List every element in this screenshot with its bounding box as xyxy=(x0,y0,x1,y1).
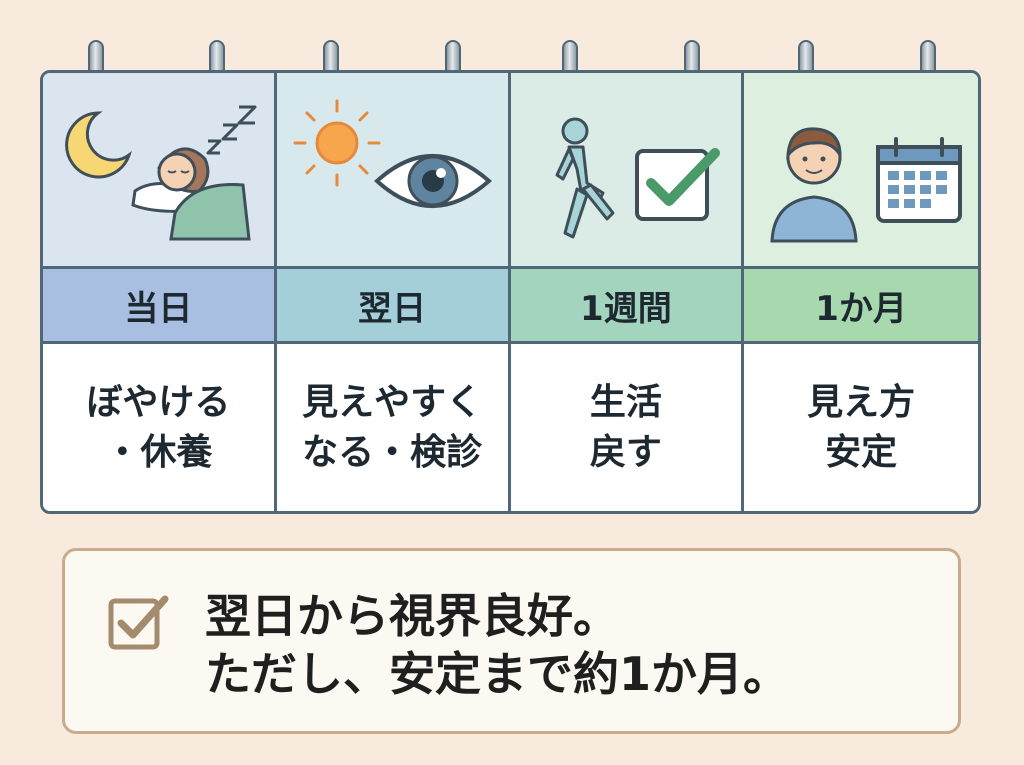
checkbox-check-icon xyxy=(634,148,720,221)
walking-person-icon xyxy=(555,117,614,239)
timeline-label: 当日 xyxy=(43,266,274,344)
illustration-week1 xyxy=(510,73,742,266)
timeline-label: 1か月 xyxy=(744,266,978,344)
person-icon xyxy=(770,127,858,243)
illustration-day0 xyxy=(43,73,274,266)
timeline-description: 生活 戻す xyxy=(510,344,742,511)
timeline-column-week1: 1週間 生活 戻す xyxy=(510,73,745,511)
timeline-label: 1週間 xyxy=(510,266,742,344)
summary-text: 翌日から視界良好。 ただし、安定まで約1か月。 xyxy=(205,587,789,703)
sun-icon xyxy=(293,99,381,187)
summary-line-1: 翌日から視界良好。 xyxy=(205,589,619,643)
timeline-description: 見えやすく なる・検診 xyxy=(276,344,508,511)
moon-icon xyxy=(65,111,132,179)
timeline-column-day1: 翌日 見えやすく なる・検診 xyxy=(276,73,511,511)
timeline-label: 翌日 xyxy=(276,266,508,344)
checkbox-check-icon xyxy=(108,595,169,650)
timeline-description: ぼやける ・休養 xyxy=(43,344,274,511)
illustration-day1 xyxy=(276,73,508,266)
sleeping-person-icon xyxy=(131,147,251,241)
timeline-description: 見え方 安定 xyxy=(744,344,978,511)
calendar-icon xyxy=(876,137,963,223)
zzz-icon xyxy=(206,105,257,155)
summary-line-2: ただし、安定まで約1か月。 xyxy=(205,647,790,701)
summary-note: 翌日から視界良好。 ただし、安定まで約1か月。 xyxy=(62,548,961,734)
timeline-column-day0: 当日 ぼやける ・休養 xyxy=(43,73,277,511)
timeline-column-month1: 1か月 見え方 安定 xyxy=(744,73,978,511)
illustration-month1 xyxy=(744,73,978,266)
eye-icon xyxy=(373,154,492,208)
recovery-timeline-calendar: 当日 ぼやける ・休養 翌日 見えやす xyxy=(40,70,981,514)
